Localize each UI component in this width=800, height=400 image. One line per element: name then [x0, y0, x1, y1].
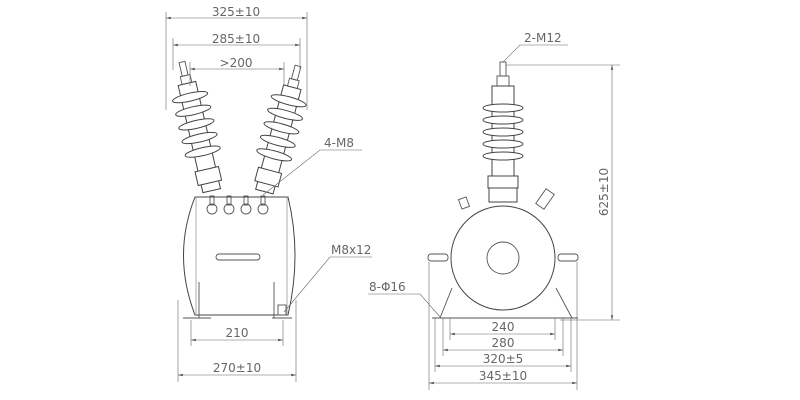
label-4-m8: 4-M8	[324, 136, 354, 150]
dim-280: 280	[492, 336, 515, 350]
dim-200: >200	[220, 56, 253, 70]
label-m8x12: M8x12	[331, 243, 371, 257]
label-8-phi16: 8-Φ16	[369, 280, 406, 294]
primary-bushing	[482, 61, 524, 203]
left-bushing	[172, 60, 223, 194]
dim-325: 325±10	[212, 5, 260, 19]
tank-circle	[450, 205, 556, 311]
handle	[215, 253, 261, 261]
dim-320: 320±5	[483, 352, 524, 366]
dim-210: 210	[226, 326, 249, 340]
secondary-terminals	[206, 195, 269, 215]
dim-285: 285±10	[212, 32, 260, 46]
label-2-m12: 2-M12	[524, 31, 562, 45]
dim-345: 345±10	[479, 369, 527, 383]
right-bushing	[254, 64, 307, 195]
dim-270: 270±10	[213, 361, 261, 375]
tank-body	[183, 196, 296, 316]
front-view: 325±10 285±10 >200 4-M8 M8x12 210 270±10	[165, 5, 372, 382]
side-view: 625±10 2-M12 8-Φ16 240 280 320±5 345±10	[368, 31, 620, 390]
dim-240: 240	[492, 320, 515, 334]
dim-625: 625±10	[597, 168, 611, 216]
